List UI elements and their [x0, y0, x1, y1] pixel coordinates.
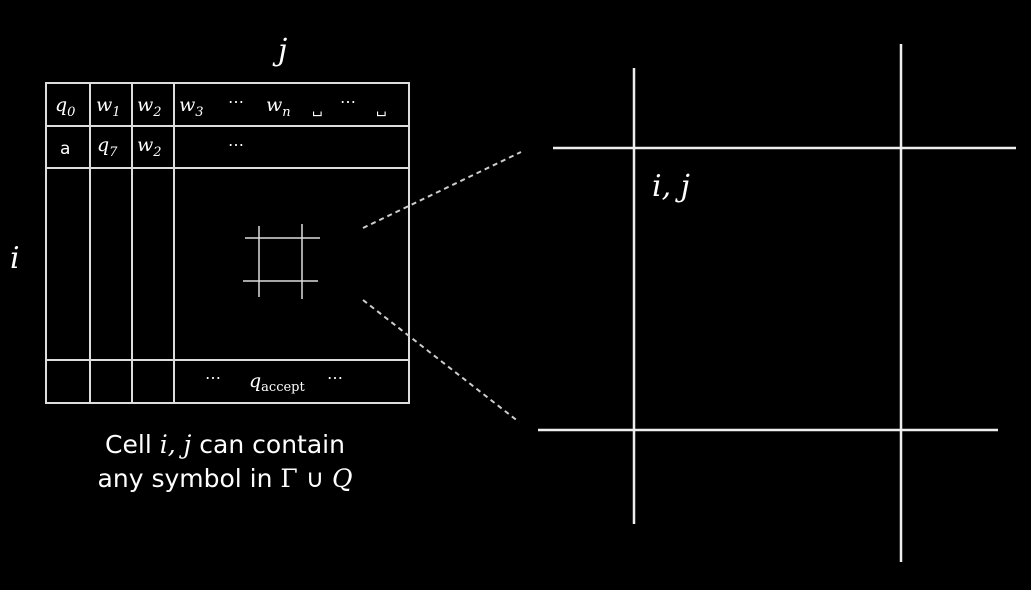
caption-line-2: any symbol in Γ ∪ Q	[97, 464, 353, 493]
cell-1-4c: wn	[266, 94, 291, 120]
accept-state: qaccept	[249, 370, 305, 395]
cell-1-4e: ⋯	[340, 92, 356, 111]
zoom-connector-top	[362, 151, 522, 229]
cell-1-4a: w3	[179, 94, 204, 120]
last-row-right-dots: ⋯	[327, 368, 343, 387]
last-row-left-dots: ⋯	[205, 368, 221, 387]
tableau-border	[45, 82, 410, 404]
cell-2-1: a	[60, 139, 70, 159]
tableau-last-row: ⋯ qaccept ⋯	[205, 368, 343, 395]
cell-2-2: q7	[97, 134, 118, 160]
cell-2-4: ⋯	[228, 135, 244, 154]
cell-1-4b: ⋯	[228, 92, 244, 111]
zoom-cell-label: i, j	[652, 169, 690, 204]
cell-ij-glyph	[243, 224, 320, 299]
cell-1-4f: ␣	[376, 101, 387, 117]
row-index-label: i	[10, 241, 20, 276]
cell-1-1: q0	[55, 94, 75, 120]
tableau-row-1: q0 w1 w2 w3 ⋯ wn ␣ ⋯ ␣	[55, 92, 387, 120]
cell-1-3: w2	[137, 94, 162, 120]
tableau-row-2: a q7 w2 ⋯	[60, 134, 244, 160]
zoom-connectors	[362, 151, 522, 423]
tableau-grid	[45, 82, 410, 404]
cell-2-3: w2	[137, 134, 162, 160]
cell-1-2: w1	[96, 94, 121, 120]
cell-1-4d: ␣	[312, 101, 323, 117]
column-index-label: j	[272, 33, 287, 68]
caption: Cell i, j can contain any symbol in Γ ∪ …	[0, 428, 450, 496]
zoomed-cell	[538, 44, 1016, 562]
zoom-connector-bottom	[362, 299, 520, 423]
caption-line-1: Cell i, j can contain	[105, 430, 345, 459]
